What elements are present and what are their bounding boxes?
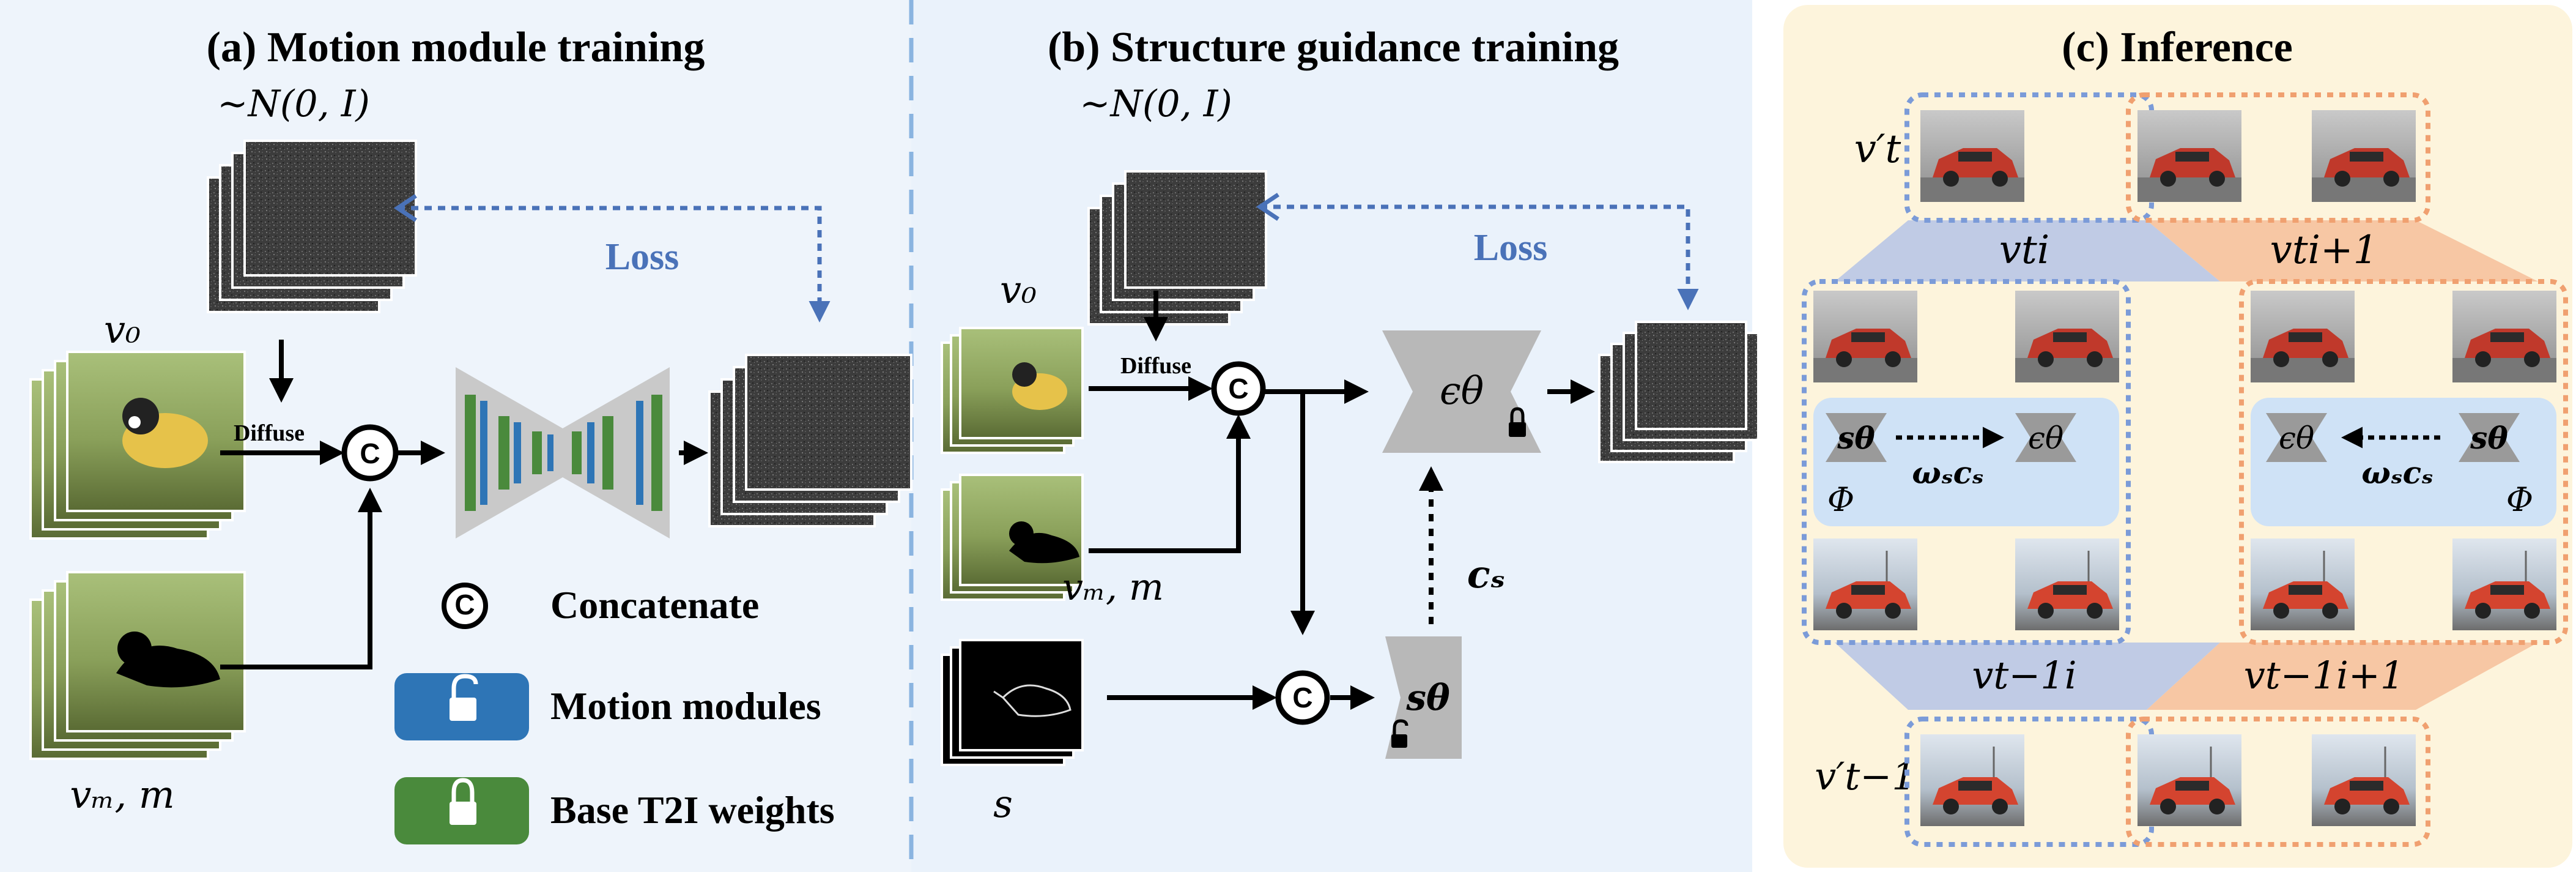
v0-label-a: v₀	[104, 307, 141, 352]
loss-label-b: Loss	[1474, 227, 1548, 269]
vt1-i-label: vt−1i	[1972, 653, 2076, 698]
svg-text:ϵθ: ϵθ	[1440, 368, 1484, 413]
svg-text:ϵθ: ϵθ	[2028, 420, 2063, 456]
legend-concatenate: C Concatenate	[442, 583, 759, 629]
sketch-frames-s	[941, 639, 1084, 766]
arrow-vm-concat-a	[220, 488, 382, 669]
svg-text:Φ: Φ	[2506, 480, 2533, 519]
frame-mid-l2	[2015, 291, 2119, 382]
frame-bottom-1	[1919, 733, 2026, 827]
noise-distribution-label: ~N(0, I)	[217, 83, 370, 125]
s-label: s	[993, 781, 1013, 826]
guidance-box-right: ϵθ sθ ωₛcₛ Φ	[2251, 398, 2556, 526]
loss-arrow	[398, 206, 831, 322]
loss-arrow-head-left	[393, 194, 417, 222]
frame-mid-l1	[1813, 291, 1917, 382]
video-frames-v0-b	[941, 327, 1084, 454]
loss-label-a: Loss	[605, 236, 679, 278]
group-blue-middle	[1802, 279, 2131, 645]
legend-motion-modules-label: Motion modules	[550, 684, 821, 728]
frame-mid-l4	[2014, 537, 2120, 632]
band-orange-top	[2147, 220, 2538, 281]
panel-b-title: (b) Structure guidance training	[1048, 24, 1619, 71]
diffuse-label-b: Diffuse	[1120, 353, 1191, 379]
eps-theta-block-b: ϵθ	[1382, 330, 1541, 453]
vm-m-label-a: vₘ, m	[70, 772, 174, 817]
svg-text:ωₛcₛ: ωₛcₛ	[1912, 455, 1984, 491]
vm-m-label-b: vₘ, m	[1062, 566, 1164, 609]
noise-stack-output-a	[708, 354, 912, 527]
group-orange-middle	[2239, 279, 2568, 645]
noise-distribution-label-b: ~N(0, I)	[1079, 83, 1232, 125]
frame-top-3	[2312, 110, 2416, 202]
legend-concatenate-label: Concatenate	[550, 583, 759, 627]
group-orange-bottom	[2126, 717, 2430, 847]
group-orange-top	[2126, 92, 2430, 223]
band-blue-top	[1835, 220, 2220, 281]
noise-stack-top-b	[1087, 170, 1267, 326]
legend-base-weights-label: Base T2I weights	[550, 788, 835, 832]
diffuse-label-a: Diffuse	[234, 420, 305, 446]
concat-symbol-b2: C	[1275, 670, 1330, 725]
vt-i1-label: vti+1	[2270, 228, 2378, 273]
s-theta-block-b: sθ	[1385, 636, 1462, 759]
video-frames-v0	[29, 351, 246, 540]
svg-text:C: C	[1292, 682, 1312, 714]
svg-text:C: C	[360, 438, 380, 469]
svg-text:sθ: sθ	[2470, 420, 2508, 456]
guidance-box-left: sθ ϵθ ωₛcₛ Φ	[1813, 398, 2119, 526]
noise-stack-top	[207, 140, 417, 313]
concat-symbol-b1: C	[1211, 361, 1266, 416]
video-frames-vm-b	[941, 474, 1084, 601]
panel-c-title: (c) Inference	[2062, 24, 2293, 71]
cs-label-b: cₛ	[1467, 552, 1505, 597]
svg-text:ϵθ: ϵθ	[2279, 420, 2314, 456]
frame-bottom-3	[2311, 733, 2417, 827]
vt-prime-label: v′t	[1854, 127, 1901, 172]
frame-mid-l3	[1812, 537, 1919, 632]
svg-text:ωₛcₛ: ωₛcₛ	[2361, 455, 2434, 491]
arrow-vm-concat-b	[1089, 414, 1251, 553]
loss-arrow-head-left-b	[1256, 193, 1279, 221]
video-frames-vm	[29, 571, 246, 760]
v0-label-b: v₀	[1000, 267, 1037, 312]
frame-top-1	[1920, 110, 2024, 202]
frame-mid-r1	[2251, 291, 2355, 382]
vt1-i1-label: vt−1i+1	[2244, 653, 2405, 698]
svg-text:sθ: sθ	[1405, 677, 1450, 718]
svg-text:sθ: sθ	[1837, 420, 1875, 456]
legend-base-weights: Base T2I weights	[394, 777, 835, 844]
svg-text:C: C	[1228, 373, 1248, 404]
band-blue-bottom	[1835, 643, 2220, 710]
concat-symbol-a: C	[341, 424, 399, 482]
panel-a-title: (a) Motion module training	[207, 24, 705, 71]
frame-mid-r4	[2451, 537, 2558, 632]
frame-bottom-2	[2136, 733, 2243, 827]
frame-mid-r3	[2249, 537, 2356, 632]
noise-stack-output-b	[1598, 321, 1760, 463]
frame-top-2	[2137, 110, 2241, 202]
vt1-prime-label: v′t−1	[1815, 754, 1915, 799]
legend-motion-modules: Motion modules	[394, 673, 821, 740]
svg-text:C: C	[454, 589, 475, 620]
vt-i-label: vti	[1999, 228, 2049, 273]
svg-text:Φ: Φ	[1827, 480, 1854, 519]
band-orange-bottom	[2147, 643, 2538, 710]
frame-mid-r2	[2452, 291, 2556, 382]
unet-motion-module	[456, 367, 670, 538]
